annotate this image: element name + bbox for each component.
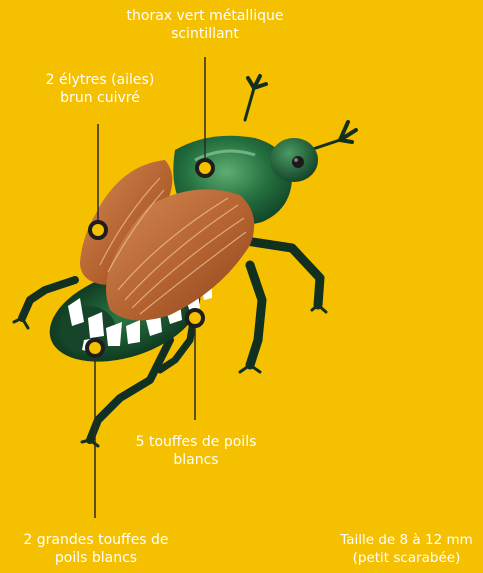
thorax-label-line2: scintillant [100, 25, 310, 43]
five-tufts-label-line1: 5 touffes de poils [118, 433, 274, 451]
size-label-line1: Taille de 8 à 12 mm [330, 531, 483, 549]
five-tufts-label: 5 touffes de poils blancs [118, 433, 274, 469]
elytra-label-line2: brun cuivré [30, 89, 170, 107]
size-label-line2: (petit scarabée) [330, 549, 483, 567]
thorax-label-line1: thorax vert métallique [100, 7, 310, 25]
size-label: Taille de 8 à 12 mm (petit scarabée) [330, 531, 483, 567]
two-tufts-label-line1: 2 grandes touffes de [0, 531, 192, 549]
head [270, 138, 318, 182]
two-tufts-label: 2 grandes touffes de poils blancs [0, 531, 192, 567]
marker-thorax [197, 160, 213, 176]
two-tufts-label-line2: poils blancs [0, 549, 192, 567]
thorax-label: thorax vert métallique scintillant [100, 7, 310, 43]
elytra-label-line1: 2 élytres (ailes) [30, 71, 170, 89]
marker-two-tufts [87, 340, 103, 356]
five-tufts-label-line2: blancs [118, 451, 274, 469]
elytra-label: 2 élytres (ailes) brun cuivré [30, 71, 170, 107]
marker-elytra [90, 222, 106, 238]
marker-five-tufts [187, 310, 203, 326]
